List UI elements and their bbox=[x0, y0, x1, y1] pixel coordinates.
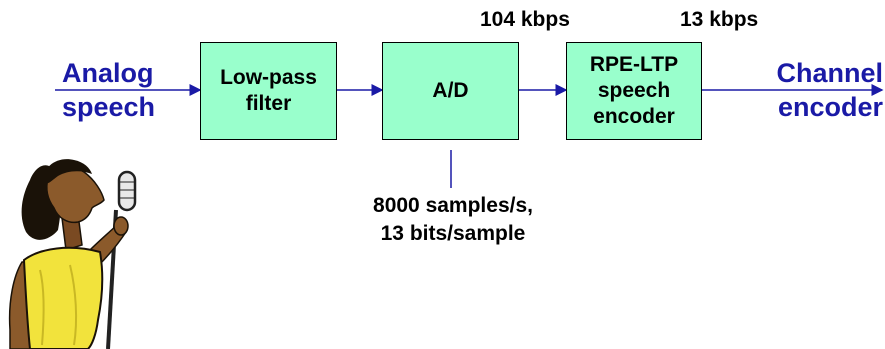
ad-converter-block: A/D bbox=[382, 42, 519, 140]
singer-illustration bbox=[8, 159, 137, 349]
singer-face bbox=[46, 166, 105, 224]
rpe-ltp-encoder-block: RPE-LTP speech encoder bbox=[566, 42, 702, 140]
channel-encoder-label: Channel encoder bbox=[776, 58, 883, 122]
singer-dress bbox=[22, 246, 104, 349]
encoder-output-rate-label: 13 kbps bbox=[680, 8, 759, 31]
analog-speech-label: Analog speech bbox=[62, 58, 156, 122]
mic-head bbox=[117, 170, 137, 212]
lowpass-filter-block: Low-pass filter bbox=[200, 42, 337, 140]
ad-output-rate-label: 104 kbps bbox=[480, 8, 570, 31]
sampling-note-label: 8000 samples/s, 13 bits/sample bbox=[373, 194, 533, 245]
